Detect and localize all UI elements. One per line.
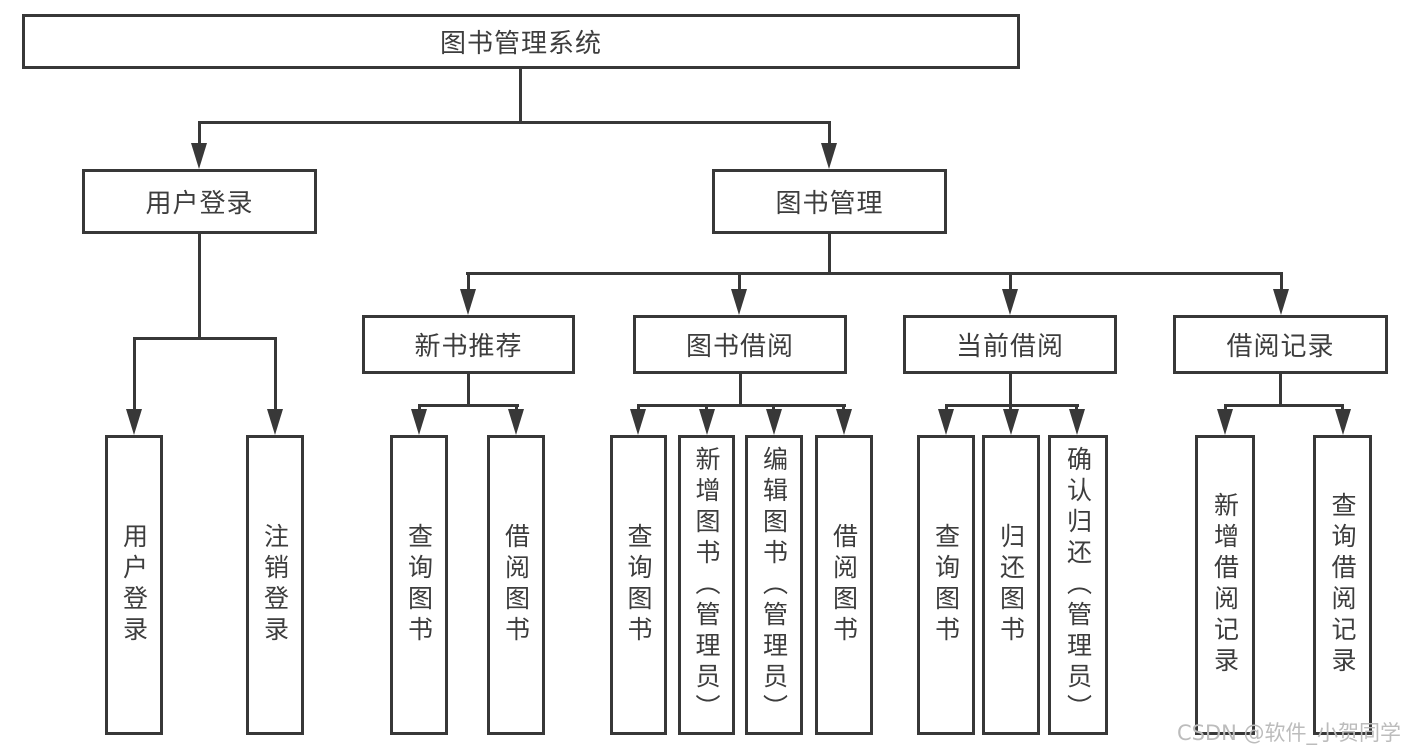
- connector-line: [519, 69, 522, 124]
- leaf-borrow-add-book-admin: 新增图书（管理员）: [678, 435, 735, 735]
- arrow-down-icon: [126, 409, 142, 435]
- connector-line: [739, 374, 742, 407]
- connector-line: [515, 404, 518, 412]
- arrow-down-icon: [508, 409, 524, 435]
- arrow-down-icon: [191, 143, 207, 169]
- leaf-current-return-book: 归还图书: [982, 435, 1040, 735]
- leaf-current-query-book: 查询图书: [917, 435, 975, 735]
- node-user-login: 用户登录: [82, 169, 317, 234]
- arrow-down-icon: [699, 409, 715, 435]
- arrow-down-icon: [411, 409, 427, 435]
- leaf-recommend-borrow-book: 借阅图书: [487, 435, 545, 735]
- arrow-down-icon: [731, 289, 747, 315]
- node-book-borrow: 图书借阅: [633, 315, 847, 374]
- connector-line: [945, 404, 948, 412]
- arrow-down-icon: [766, 409, 782, 435]
- arrow-down-icon: [938, 409, 954, 435]
- leaf-logout: 注销登录: [246, 435, 304, 735]
- arrow-down-icon: [460, 289, 476, 315]
- node-borrow-record: 借阅记录: [1173, 315, 1388, 374]
- connector-line: [198, 121, 831, 124]
- connector-line: [1279, 374, 1282, 407]
- leaf-user-login: 用户登录: [105, 435, 163, 735]
- node-new-book-recommend: 新书推荐: [362, 315, 575, 374]
- connector-line: [467, 272, 470, 292]
- connector-line: [1224, 404, 1227, 412]
- connector-line: [133, 337, 277, 340]
- connector-line: [1009, 272, 1012, 292]
- leaf-recommend-query-book: 查询图书: [390, 435, 448, 735]
- connector-line: [1280, 272, 1283, 292]
- connector-line: [466, 272, 1283, 275]
- arrow-down-icon: [836, 409, 852, 435]
- connector-line: [1009, 374, 1012, 407]
- leaf-current-confirm-return-admin: 确认归还（管理员）: [1048, 435, 1108, 735]
- leaf-borrow-query-book: 查询图书: [610, 435, 667, 735]
- arrow-down-icon: [1003, 409, 1019, 435]
- arrow-down-icon: [267, 409, 283, 435]
- connector-line: [418, 404, 519, 407]
- arrow-down-icon: [1335, 409, 1351, 435]
- leaf-borrow-borrow-book: 借阅图书: [815, 435, 873, 735]
- connector-line: [1341, 404, 1344, 412]
- arrow-down-icon: [1069, 409, 1085, 435]
- connector-line: [1075, 404, 1078, 412]
- connector-line: [637, 404, 640, 412]
- connector-line: [198, 121, 201, 147]
- arrow-down-icon: [821, 143, 837, 169]
- connector-line: [772, 404, 775, 412]
- connector-line: [705, 404, 708, 412]
- connector-line: [467, 374, 470, 407]
- connector-line: [945, 404, 1079, 407]
- leaf-borrow-edit-book-admin: 编辑图书（管理员）: [745, 435, 803, 735]
- connector-line: [637, 404, 846, 407]
- csdn-watermark: CSDN @软件_小贺同学: [1177, 721, 1402, 745]
- connector-line: [274, 337, 277, 411]
- connector-line: [418, 404, 421, 412]
- connector-line: [1009, 404, 1012, 412]
- connector-line: [198, 234, 201, 339]
- arrow-down-icon: [1217, 409, 1233, 435]
- connector-line: [1224, 404, 1344, 407]
- connector-line: [828, 234, 831, 275]
- node-book-management: 图书管理: [712, 169, 947, 234]
- connector-line: [842, 404, 845, 412]
- node-current-borrow: 当前借阅: [903, 315, 1117, 374]
- connector-line: [738, 272, 741, 292]
- arrow-down-icon: [1002, 289, 1018, 315]
- arrow-down-icon: [630, 409, 646, 435]
- node-root: 图书管理系统: [22, 14, 1020, 69]
- arrow-down-icon: [1273, 289, 1289, 315]
- leaf-record-query: 查询借阅记录: [1313, 435, 1372, 735]
- connector-line: [133, 337, 136, 411]
- leaf-record-add: 新增借阅记录: [1195, 435, 1255, 735]
- connector-line: [828, 121, 831, 147]
